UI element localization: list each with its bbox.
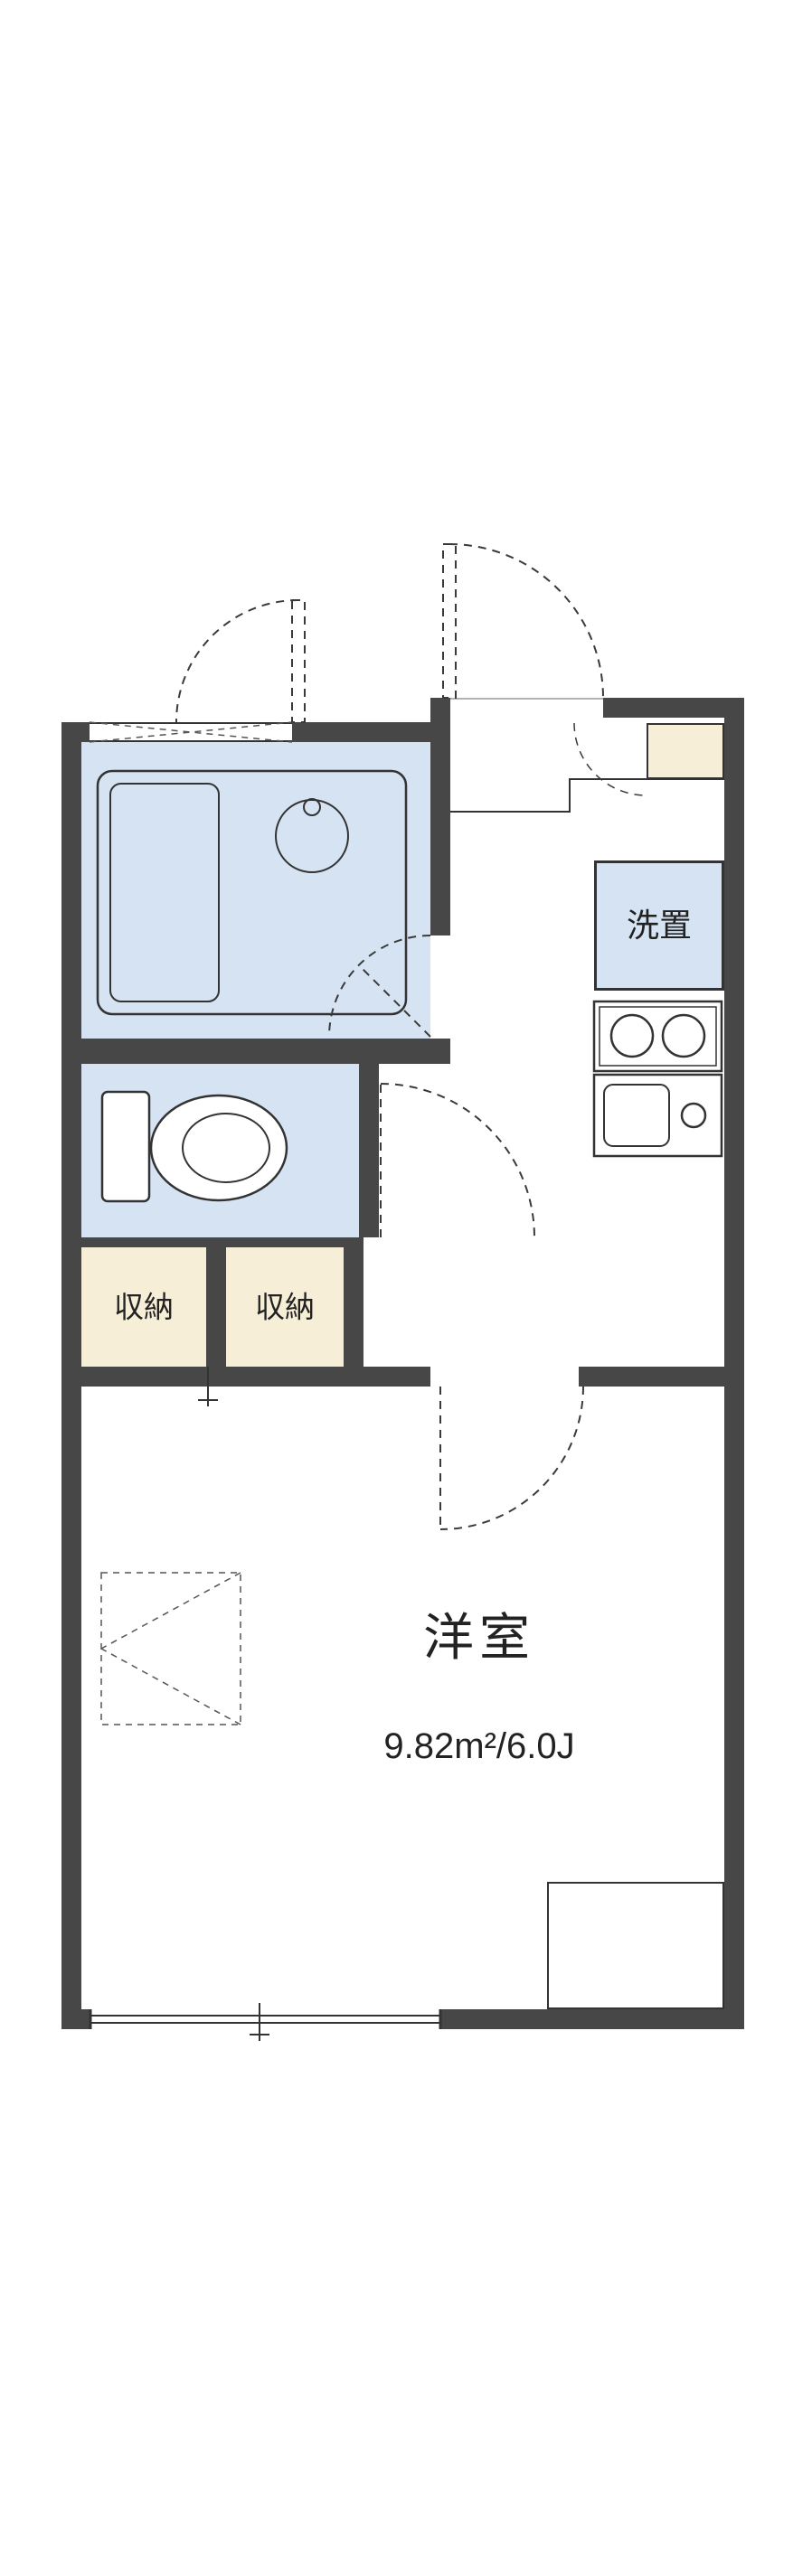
mainroom-window-band <box>90 2009 440 2029</box>
casement-window-outline <box>100 1572 241 1725</box>
wall-top-right <box>603 698 744 718</box>
sink-basin <box>603 1084 670 1147</box>
entrance-door-arc <box>448 543 604 699</box>
bath-faucet-circle <box>303 798 321 816</box>
shoe-cabinet-arc <box>573 722 647 796</box>
wall-right <box>724 698 744 2029</box>
wall-toilet-bottom <box>61 1237 364 1247</box>
stove-burner-left <box>609 1013 655 1058</box>
bath-window-cross <box>89 721 293 743</box>
sink-faucet <box>680 1102 707 1129</box>
laundry-label: 洗置 <box>626 907 693 944</box>
wall-top-step <box>430 698 450 742</box>
toilet-seat <box>182 1113 270 1183</box>
mainroom-window-tick <box>250 2003 269 2041</box>
laundry-space <box>594 860 724 991</box>
entrance-door-leaf <box>442 543 457 699</box>
bath-drain-circle <box>275 799 349 873</box>
stove-burner-right <box>661 1013 706 1058</box>
casement-window-swing <box>100 1572 241 1725</box>
mainroom-window-lines <box>90 2015 440 2024</box>
wall-top-left-a <box>61 722 90 742</box>
storage-b-floor <box>226 1247 344 1367</box>
toilet-bowl <box>149 1094 288 1202</box>
sink-outline <box>592 1073 723 1158</box>
bathroom-door-leaf <box>358 964 431 1038</box>
storage-b-label: 収納 <box>255 1290 315 1324</box>
stove-outline <box>592 1000 723 1073</box>
wall-toilet-right <box>359 1064 379 1237</box>
main-room-name-label: 洋室 <box>423 1609 535 1666</box>
storage-a-floor <box>81 1247 206 1367</box>
bathroom-door-arc <box>328 935 431 1038</box>
wall-mainroom-top-a <box>61 1367 430 1387</box>
wall-closet-divider <box>206 1247 226 1367</box>
wall-bath-right <box>430 742 450 935</box>
toilet-door-arc <box>380 1083 535 1238</box>
balcony-step-box <box>547 1882 724 2009</box>
wall-mainroom-top-b <box>579 1367 744 1387</box>
mainroom-door-arc <box>439 1386 584 1530</box>
entry-step-line <box>450 778 724 813</box>
top-left-door-leaf <box>291 599 306 723</box>
toilet-tank <box>100 1090 151 1203</box>
wall-closet-right <box>344 1237 364 1367</box>
stove-inner-outline <box>599 1006 717 1067</box>
bathtub <box>109 783 220 1002</box>
storage-a-label: 収納 <box>114 1290 174 1324</box>
storage-wall-tick <box>198 1367 218 1406</box>
wall-bath-bottom <box>61 1039 450 1064</box>
bath-window-frame <box>90 722 292 742</box>
main-room-area-label: 9.82m²/6.0J <box>383 1726 575 1766</box>
wall-top-left-b <box>292 722 430 742</box>
top-left-door-arc <box>175 599 299 723</box>
mainroom-window-ends <box>89 2009 442 2029</box>
bathroom-floor <box>81 742 430 1039</box>
bathtub-unit-outline <box>96 769 408 1016</box>
